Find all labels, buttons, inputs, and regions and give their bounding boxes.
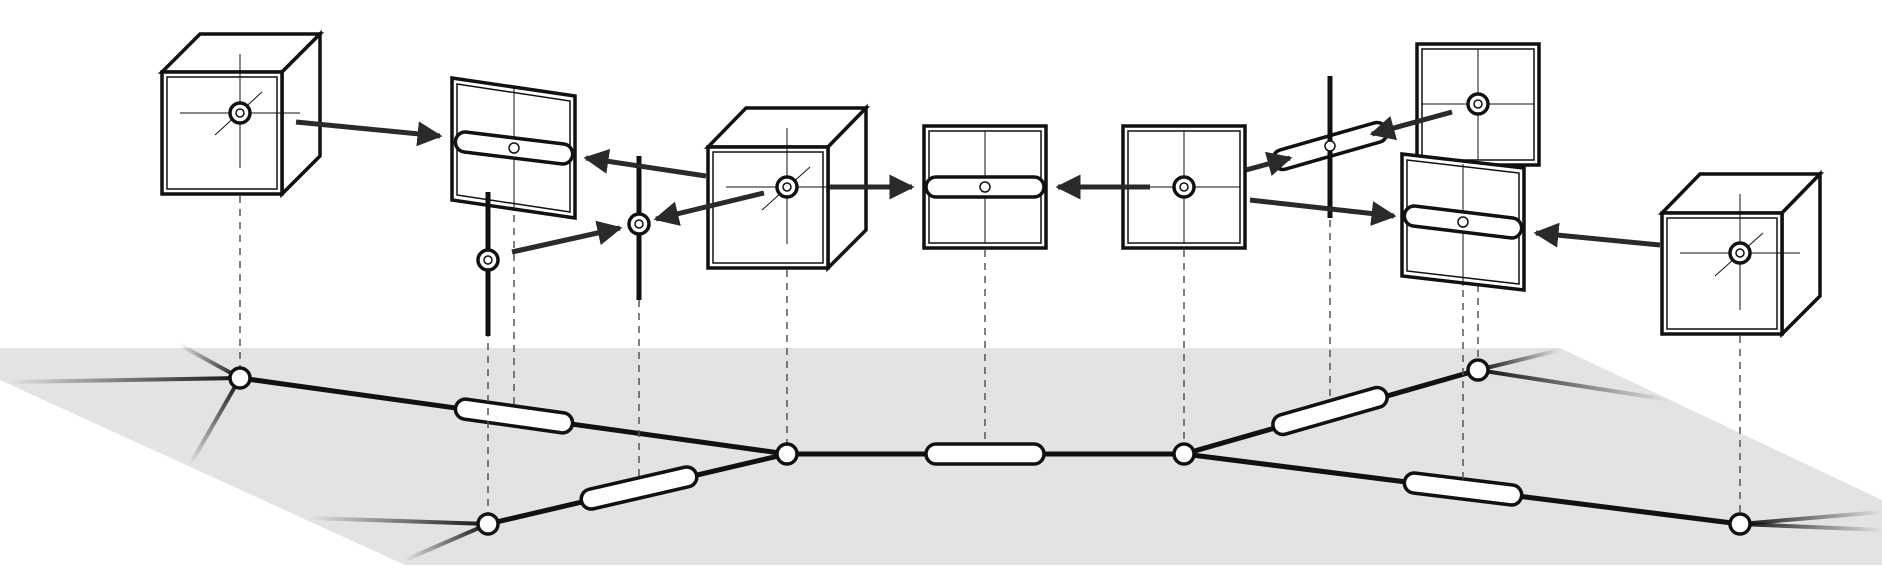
- node-n1: [228, 366, 252, 390]
- edge-bar-e1: [453, 397, 575, 435]
- component-c10-panel-bar: [1400, 152, 1526, 292]
- node-n4: [1172, 442, 1196, 466]
- edge-bar-e4: [1271, 385, 1389, 437]
- stub-edges: [9, 343, 1882, 562]
- component-c8-crossed-bar: [1271, 76, 1389, 218]
- node-n3: [775, 442, 799, 466]
- arrow-c5-c2: [583, 148, 707, 179]
- node-n6: [1728, 512, 1752, 536]
- component-c7-panel: [1121, 124, 1247, 250]
- component-c2-panel-bar: [450, 75, 577, 221]
- component-c4-vertical-bar: [627, 156, 651, 300]
- arrow-c9-c8: [1369, 109, 1453, 141]
- projection-guides: [239, 168, 1741, 514]
- arrows: [295, 109, 1661, 255]
- arrow-c11-c10: [1533, 222, 1661, 248]
- arrow-c5-c4: [653, 190, 765, 226]
- arrow-c1-c2: [295, 119, 443, 147]
- arrow-c3-c4: [511, 220, 623, 255]
- component-c11-cube: [1657, 169, 1825, 339]
- edge-bar-e5: [1402, 471, 1524, 507]
- component-c6-panel-bar: [922, 124, 1048, 250]
- edge-bar-e3: [924, 442, 1046, 466]
- component-c1-cube: [157, 29, 325, 199]
- arrow-c7-c8: [1245, 151, 1293, 176]
- node-n2: [476, 512, 500, 536]
- node-n5: [1466, 358, 1490, 382]
- ground-edge-bars: [453, 385, 1524, 511]
- arrow-c7-c10: [1249, 197, 1397, 226]
- edge-bar-e2: [579, 465, 699, 511]
- component-c9-panel: [1415, 42, 1541, 167]
- component-c3-vertical-bar: [476, 192, 500, 336]
- network-nodes: [228, 358, 1752, 536]
